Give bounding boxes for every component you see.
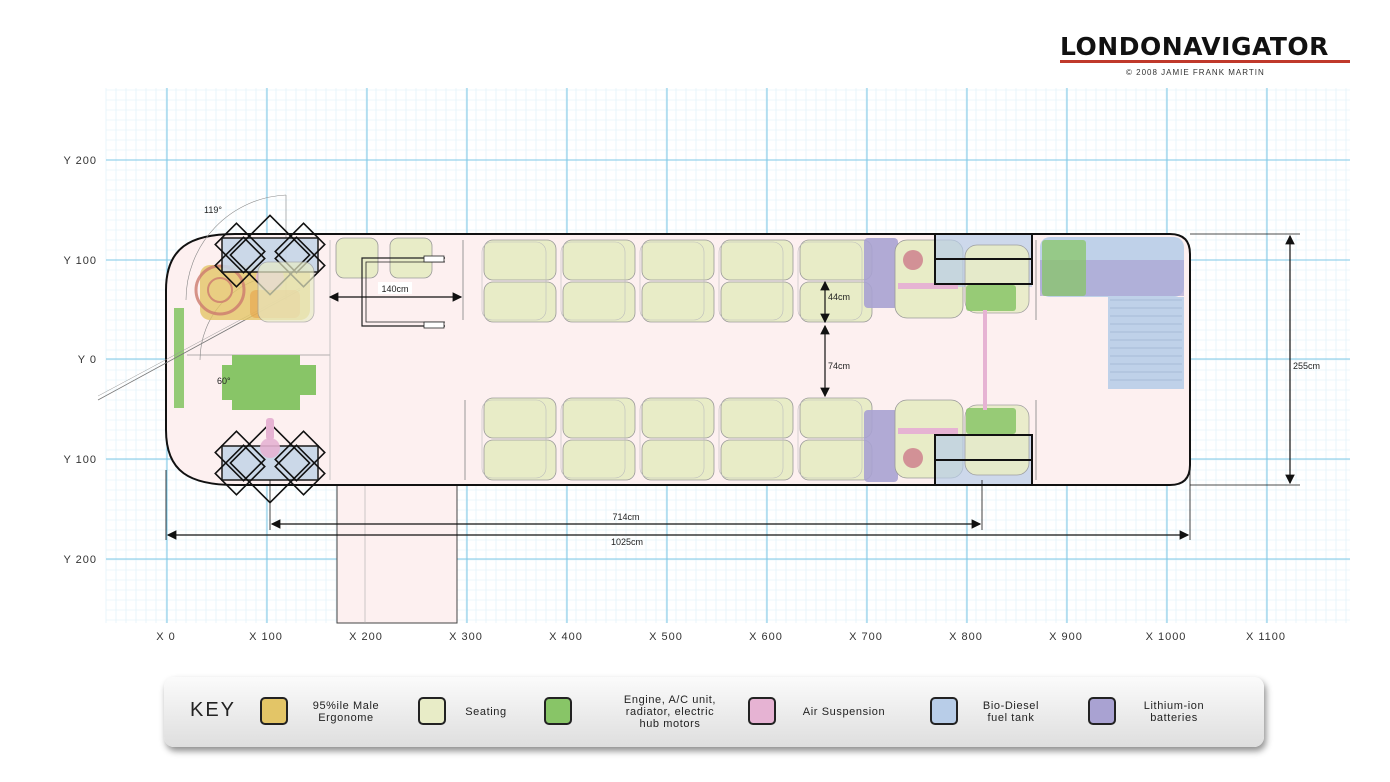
seat-pair — [481, 397, 557, 481]
door-area — [336, 484, 458, 624]
seat-pair — [639, 397, 715, 481]
rear-fuel-tank-lower — [1108, 297, 1184, 389]
dashboard-engine-strip — [174, 308, 184, 408]
legend-label: Bio-Diesel fuel tank — [982, 700, 1040, 724]
logo-wordmark: LONDONAVIGATOR — [1060, 32, 1329, 61]
swatch-ergonome — [260, 697, 288, 725]
air-suspension-link — [983, 310, 987, 410]
logo-copyright: © 2008 JAMIE FRANK MARTIN — [1126, 68, 1265, 77]
logo: LONDONAVIGATOR © 2008 JAMIE FRANK MARTIN — [1060, 28, 1352, 84]
hub-motor-top — [966, 285, 1016, 311]
legend-item: Air Suspension — [748, 695, 904, 729]
seat-pitch-label: 44cm — [828, 292, 850, 302]
x-axis-labels: X 0 X 100 X 200 X 300 X 400 X 500 X 600 X 700 X … — [156, 631, 1286, 643]
wheelchair-frame-inner — [365, 261, 445, 323]
seat-pair — [797, 239, 873, 323]
x-axis-label: X 500 — [649, 631, 683, 643]
y-axis-label: Y 200 — [63, 155, 97, 167]
y-axis-label: Y 100 — [63, 255, 97, 267]
battery-pack-bottom — [864, 410, 898, 482]
air-suspension-bottom — [903, 448, 923, 468]
x-axis-label: X 700 — [849, 631, 883, 643]
seat-pair — [560, 239, 636, 323]
logo-underline — [1060, 60, 1350, 63]
view-angle-label: 60° — [217, 376, 231, 386]
rear-engine — [1042, 240, 1086, 296]
seat-pair — [718, 239, 794, 323]
wheelchair-frame — [361, 257, 445, 327]
seat-pair — [797, 397, 873, 481]
y-axis-label: Y 100 — [63, 454, 97, 466]
x-axis-label: X 800 — [949, 631, 983, 643]
y-axis-labels: Y 200 Y 100 Y 0 Y 100 Y 200 — [63, 155, 97, 566]
y-axis-label: Y 0 — [78, 354, 97, 366]
front-engine — [222, 355, 316, 410]
air-suspension-bar-bottom — [898, 428, 958, 434]
steer-angle-label: 119° — [204, 205, 222, 215]
legend-item: Engine, A/C unit, radiator, electric hub… — [544, 694, 760, 730]
x-axis-label: X 200 — [349, 631, 383, 643]
air-suspension-top — [903, 250, 923, 270]
legend-label: Seating — [465, 706, 507, 718]
x-axis-label: X 300 — [449, 631, 483, 643]
swatch-batteries — [1088, 697, 1116, 725]
body-width-label: 255cm — [1293, 361, 1320, 371]
legend-label: Air Suspension — [802, 706, 886, 718]
legend-label: 95%ile Male Ergonome — [312, 700, 380, 724]
x-axis-label: X 600 — [749, 631, 783, 643]
y-axis-label: Y 200 — [63, 554, 97, 566]
x-axis-label: X 1100 — [1246, 631, 1286, 643]
bus-floor-plan: X 0 X 100 X 200 X 300 X 400 X 500 X 600 X 700 X … — [63, 88, 1350, 643]
legend-item: Lithium-ion batteries — [1088, 695, 1224, 729]
door-width-label: 140cm — [381, 284, 408, 294]
legend-item: Bio-Diesel fuel tank — [930, 695, 1056, 729]
air-suspension-bar-top — [898, 283, 958, 289]
legend-item: 95%ile Male Ergonome — [260, 695, 396, 729]
x-axis-label: X 100 — [249, 631, 283, 643]
fuel-tank-ribs — [1110, 299, 1182, 381]
seat-pair — [639, 239, 715, 323]
hub-motor-bottom — [966, 408, 1016, 434]
seat-pair — [718, 397, 794, 481]
x-axis-label: X 900 — [1049, 631, 1083, 643]
swatch-engine — [544, 697, 572, 725]
front-wheel-bottom — [214, 418, 326, 504]
legend-label: Lithium-ion batteries — [1143, 700, 1205, 724]
overall-length-label: 1025cm — [611, 537, 643, 547]
legend-title: KEY — [190, 699, 237, 721]
x-axis-label: X 0 — [156, 631, 176, 643]
battery-pack-top — [864, 238, 898, 308]
seat-pair — [481, 239, 557, 323]
swatch-seating — [418, 697, 446, 725]
swatch-suspension — [748, 697, 776, 725]
passenger-seats — [481, 239, 873, 481]
view-arc — [185, 194, 287, 301]
axle-length-label: 714cm — [612, 512, 639, 522]
x-axis-label: X 400 — [549, 631, 583, 643]
driver-seat — [257, 261, 315, 323]
legend-label: Engine, A/C unit, radiator, electric hub… — [623, 694, 717, 730]
swatch-fuel — [930, 697, 958, 725]
legend-key: KEY 95%ile Male Ergonome Seating Engine, A… — [164, 677, 1264, 747]
x-axis-label: X 1000 — [1146, 631, 1187, 643]
legend-item: Seating — [418, 695, 518, 729]
seat-pair — [560, 397, 636, 481]
aisle-width-label: 74cm — [828, 361, 850, 371]
